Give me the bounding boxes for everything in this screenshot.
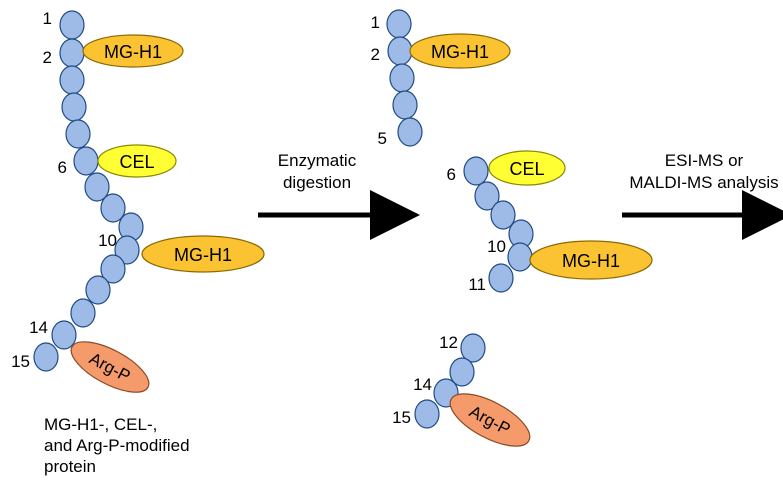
cel-modification: CEL <box>488 150 566 186</box>
residue-4 <box>392 90 418 120</box>
residue-7 <box>84 172 110 202</box>
residue-15 <box>33 342 59 372</box>
residue-8 <box>490 200 516 230</box>
protein-caption: MG-H1-, CEL-, and Arg-P-modified protein <box>44 414 264 477</box>
residue-13 <box>449 357 475 387</box>
residue-8 <box>100 193 126 223</box>
arg-p-modification: Arg-P <box>449 393 531 447</box>
residue-10 <box>114 235 140 265</box>
mg-h1-modification: MG-H1 <box>529 240 653 280</box>
residue-1 <box>386 9 412 39</box>
residue-number-5: 5 <box>378 129 387 148</box>
residue-12 <box>85 275 111 305</box>
residue-2 <box>387 36 413 66</box>
mg-h1-label: MG-H1 <box>431 42 489 62</box>
mg-h1-label: MG-H1 <box>174 245 232 265</box>
residue-number-2: 2 <box>371 45 380 64</box>
residue-11 <box>100 254 126 284</box>
mg-h1-label: MG-H1 <box>562 251 620 271</box>
fragment-6-11: 6 10 11 CEL MG-H1 <box>447 150 653 294</box>
mg-h1-modification-top: MG-H1 <box>82 34 184 68</box>
mg-h1-modification-mid: MG-H1 <box>141 235 265 273</box>
residue-number-11: 11 <box>468 275 486 294</box>
residue-number-12: 12 <box>439 333 458 352</box>
residue-4 <box>61 92 87 122</box>
mg-h1-modification: MG-H1 <box>409 33 511 69</box>
analysis-label-line1: ESI-MS or <box>664 151 744 170</box>
arg-p-modification: Arg-P <box>70 341 150 393</box>
residue-number-2: 2 <box>43 48 52 67</box>
residue-10 <box>507 242 533 272</box>
residue-3 <box>389 63 415 93</box>
residue-number-6: 6 <box>447 165 456 184</box>
residue-5 <box>397 117 423 147</box>
residue-number-10: 10 <box>487 237 506 256</box>
residue-number-15: 15 <box>392 408 411 427</box>
caption-line3: protein <box>44 457 96 476</box>
residue-11 <box>488 263 514 293</box>
full-protein-residues <box>33 10 144 372</box>
cel-modification: CEL <box>97 144 177 178</box>
cel-label: CEL <box>509 159 544 179</box>
analysis-label: ESI-MS or MALDI-MS analysis <box>624 150 783 194</box>
residue-number-1: 1 <box>43 9 52 28</box>
residue-13 <box>70 298 96 328</box>
residue-3 <box>59 65 85 95</box>
fragment-1-5: 1 2 5 MG-H1 <box>371 9 511 148</box>
residue-number-15: 15 <box>11 352 30 371</box>
residue-14 <box>51 320 77 350</box>
residue-number-1: 1 <box>371 13 380 32</box>
residue-number-14: 14 <box>413 375 432 394</box>
residue-15 <box>414 399 440 429</box>
residue-number-6: 6 <box>58 158 67 177</box>
residue-6 <box>73 146 99 176</box>
residue-number-14: 14 <box>29 318 48 337</box>
residue-6 <box>463 156 489 186</box>
caption-line1: MG-H1-, CEL-, <box>44 415 158 434</box>
residue-number-10: 10 <box>98 231 117 250</box>
digestion-label-line1: Enzymatic <box>277 151 357 170</box>
digestion-label: Enzymatic digestion <box>252 150 382 194</box>
full-protein: 1 2 6 10 14 15 MG-H1 CEL MG-H1 Arg-P <box>11 9 265 393</box>
residue-7 <box>474 181 500 211</box>
residue-12 <box>460 333 486 363</box>
residue-2 <box>59 38 85 68</box>
residue-1 <box>59 10 85 40</box>
fragment-12-15: 12 14 15 Arg-P <box>392 333 531 447</box>
digestion-label-line2: digestion <box>282 173 352 192</box>
residue-5 <box>65 119 91 149</box>
mg-h1-label: MG-H1 <box>104 42 162 62</box>
cel-label: CEL <box>119 152 154 172</box>
caption-line2: and Arg-P-modified <box>44 436 190 455</box>
analysis-label-line2: MALDI-MS analysis <box>629 173 779 192</box>
